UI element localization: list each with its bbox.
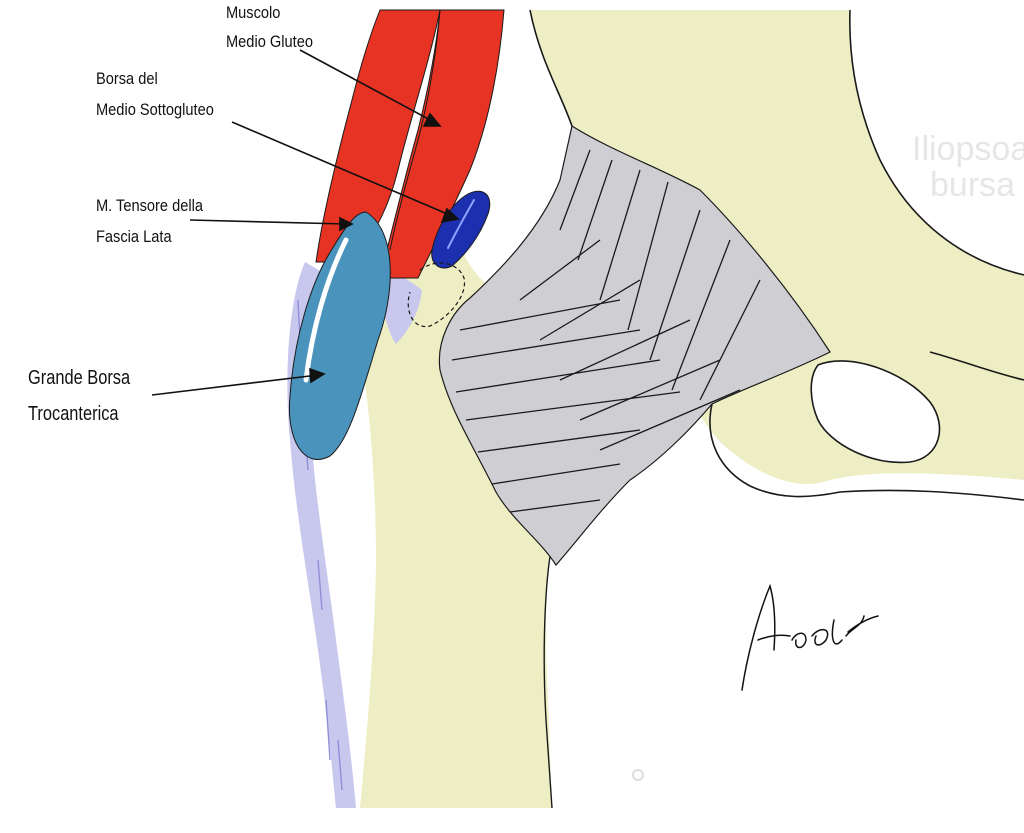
pelvis-outline-lower xyxy=(709,351,1024,501)
label-tensore-line-2: Fascia Lata xyxy=(96,227,172,246)
iliopsoas-ghost-line-2: bursa xyxy=(930,165,1016,204)
obturator-foramen xyxy=(810,360,941,464)
arrow-medio-gluteo xyxy=(422,112,442,127)
gluteus-medius-muscle xyxy=(379,9,505,279)
leader-lines xyxy=(151,49,460,396)
small-bursa-highlight xyxy=(447,199,475,249)
femur-shaft-outline xyxy=(543,544,553,809)
label-grande-borsa-trocanterica: Grande Borsa Trocanterica xyxy=(28,368,130,424)
leader-tensore xyxy=(189,219,347,225)
iliopsoas-bursa-ghost-label: Iliopsoa bursa xyxy=(912,130,1024,204)
muscle-divider-line xyxy=(389,9,441,251)
label-grande-line-2: Trocanterica xyxy=(28,403,119,425)
label-tensore-line-1: M. Tensore della xyxy=(96,196,204,215)
label-tensore-fascia-lata: M. Tensore della Fascia Lata xyxy=(96,197,203,245)
label-borsa-line-2: Medio Sottogluteo xyxy=(96,100,214,119)
label-grande-line-1: Grande Borsa xyxy=(28,367,131,389)
pelvis-outline-right xyxy=(849,9,1024,276)
bursa-highlight xyxy=(303,237,349,383)
label-muscolo-medio-gluteo: Muscolo Medio Gluteo xyxy=(226,4,313,50)
trochanter-dashed-outline xyxy=(407,262,466,328)
arrow-trocanterica xyxy=(309,367,326,384)
label-borsa-medio-sottogluteo: Borsa del Medio Sottogluteo xyxy=(96,70,214,118)
arrow-tensore xyxy=(339,216,354,232)
leader-trocanterica xyxy=(151,374,319,396)
label-muscolo-line-1: Muscolo xyxy=(226,3,281,22)
ligament-fiber-lines xyxy=(451,149,761,513)
scan-artifact-dot xyxy=(632,769,644,781)
leader-sottogluteo xyxy=(231,121,453,217)
sub-gluteus-medius-bursa xyxy=(431,190,491,269)
iliopsoas-ghost-line-1: Iliopsoa xyxy=(912,130,1024,168)
pelvis-outline-top xyxy=(529,9,573,127)
label-borsa-line-1: Borsa del xyxy=(96,69,158,88)
greater-trochanteric-bursa xyxy=(288,211,391,460)
leader-medio-gluteo xyxy=(299,49,435,123)
arrow-sottogluteo xyxy=(440,207,460,224)
label-muscolo-line-2: Medio Gluteo xyxy=(226,32,313,51)
femur-bone xyxy=(360,10,1024,808)
artist-signature xyxy=(741,583,879,691)
